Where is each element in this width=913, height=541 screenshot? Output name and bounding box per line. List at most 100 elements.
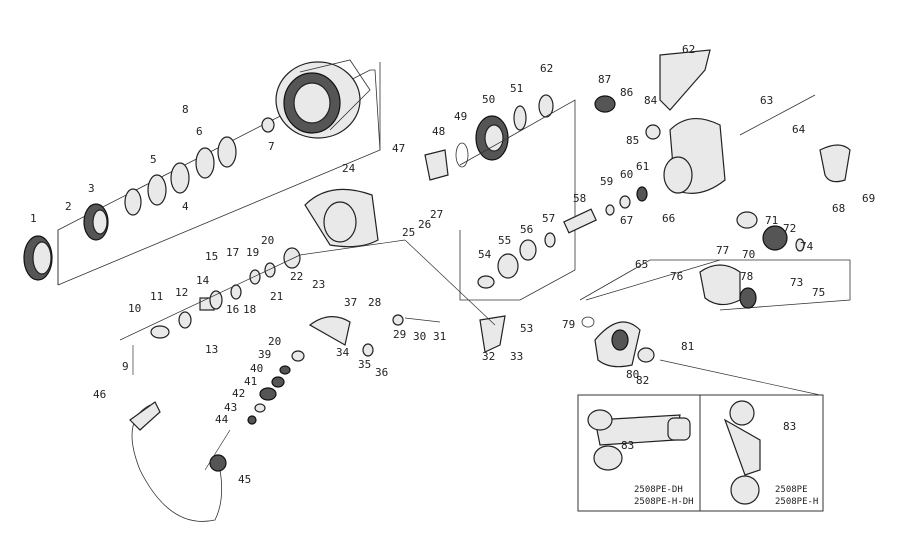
part-label-73: 73 [790, 276, 803, 289]
part-label-84: 84 [644, 94, 658, 107]
part-label-21: 21 [270, 290, 283, 303]
part-label-4: 4 [182, 200, 189, 213]
gear-parts [699, 211, 805, 309]
part-label-23: 23 [312, 278, 325, 291]
part-label-81: 81 [681, 340, 694, 353]
bail-wire [129, 401, 227, 522]
part-label-60: 60 [620, 168, 633, 181]
part-label-59: 59 [600, 175, 613, 188]
part-label-26: 26 [418, 218, 431, 231]
part-label-36: 36 [375, 366, 388, 379]
spool-group-outline [57, 62, 381, 286]
part-label-58: 58 [573, 192, 586, 205]
leader-lines [119, 239, 821, 471]
part-label-11: 11 [150, 290, 163, 303]
part-label-51: 51 [510, 82, 523, 95]
part-label-48: 48 [432, 125, 445, 138]
part-label-82: 82 [636, 374, 649, 387]
part-label-8: 8 [182, 103, 189, 116]
part-label-86: 86 [620, 86, 633, 99]
part-label-17: 17 [226, 246, 239, 259]
part-label-64: 64 [792, 123, 806, 136]
part-label-87: 87 [598, 73, 611, 86]
part-label-75: 75 [812, 286, 825, 299]
part-label-24: 24 [342, 162, 356, 175]
spool [275, 59, 371, 139]
part-label-37: 37 [344, 296, 357, 309]
part-label-6: 6 [196, 125, 203, 138]
part-label-53: 53 [520, 322, 533, 335]
part-label-44: 44 [215, 413, 229, 426]
part-label-10: 10 [128, 302, 141, 315]
gear-group-outline [579, 259, 851, 311]
part-label-70: 70 [742, 248, 755, 261]
part-label-29: 29 [393, 328, 406, 341]
part-label-55: 55 [498, 234, 511, 247]
side-cover [581, 316, 655, 368]
part-number-labels: 1 2 3 4 5 6 7 8 9 10 11 12 13 14 15 16 1… [30, 43, 875, 486]
part-label-50: 50 [482, 93, 495, 106]
bail-parts-stack [247, 350, 305, 425]
part-label-72: 72 [783, 222, 796, 235]
part-label-40: 40 [250, 362, 263, 375]
part-label-30: 30 [413, 330, 426, 343]
part-label-46: 46 [93, 388, 106, 401]
part-label-68: 68 [832, 202, 845, 215]
part-label-78: 78 [740, 270, 753, 283]
rotor [304, 188, 379, 248]
part-label-3: 3 [88, 182, 95, 195]
part-label-62b: 62 [540, 62, 553, 75]
part-label-79: 79 [562, 318, 575, 331]
part-label-12: 12 [175, 286, 188, 299]
inset-model-right-1: 2508PE [775, 485, 808, 495]
part-label-20: 20 [261, 234, 274, 247]
part-label-69: 69 [862, 192, 875, 205]
part-label-28: 28 [368, 296, 381, 309]
part-label-32: 32 [482, 350, 495, 363]
part-label-56: 56 [520, 223, 533, 236]
reel-body [594, 49, 851, 194]
part-label-71: 71 [765, 214, 778, 227]
part-label-16: 16 [226, 303, 239, 316]
inset-part-label-83-right: 83 [783, 420, 796, 433]
pinion-group [459, 99, 648, 301]
part-label-2: 2 [65, 200, 72, 213]
part-label-33: 33 [510, 350, 523, 363]
part-label-27: 27 [430, 208, 443, 221]
line-roller-parts [308, 314, 506, 357]
part-label-31: 31 [433, 330, 446, 343]
part-label-34: 34 [336, 346, 350, 359]
part-label-18: 18 [243, 303, 256, 316]
part-label-63: 63 [760, 94, 773, 107]
part-label-35: 35 [358, 358, 371, 371]
handle-inset-box [577, 394, 824, 512]
part-label-67: 67 [620, 214, 633, 227]
rotor-nut-group [424, 94, 554, 181]
drag-washer-stack [83, 117, 275, 241]
part-label-15: 15 [205, 250, 218, 263]
part-label-85: 85 [626, 134, 639, 147]
part-label-14: 14 [196, 274, 210, 287]
part-label-65: 65 [635, 258, 648, 271]
inset-labels: 83 83 2508PE-DH 2508PE-H-DH 2508PE 2508P… [621, 420, 818, 507]
part-label-9: 9 [122, 360, 129, 373]
inset-part-label-83-left: 83 [621, 439, 634, 452]
part-label-76: 76 [670, 270, 683, 283]
inset-model-left-2: 2508PE-H-DH [634, 497, 694, 507]
part-label-47: 47 [392, 142, 405, 155]
part-label-61: 61 [636, 160, 649, 173]
part-label-66: 66 [662, 212, 675, 225]
inset-model-left-1: 2508PE-DH [634, 485, 683, 495]
drag-knob [23, 235, 53, 281]
part-label-49: 49 [454, 110, 467, 123]
part-label-1: 1 [30, 212, 37, 225]
part-label-25: 25 [402, 226, 415, 239]
part-label-62: 62 [682, 43, 695, 56]
part-label-57: 57 [542, 212, 555, 225]
part-label-20b: 20 [268, 335, 281, 348]
shaft-parts [150, 247, 301, 339]
part-label-5: 5 [150, 153, 157, 166]
part-label-7: 7 [268, 140, 275, 153]
part-label-80: 80 [626, 368, 639, 381]
part-label-77: 77 [716, 244, 729, 257]
